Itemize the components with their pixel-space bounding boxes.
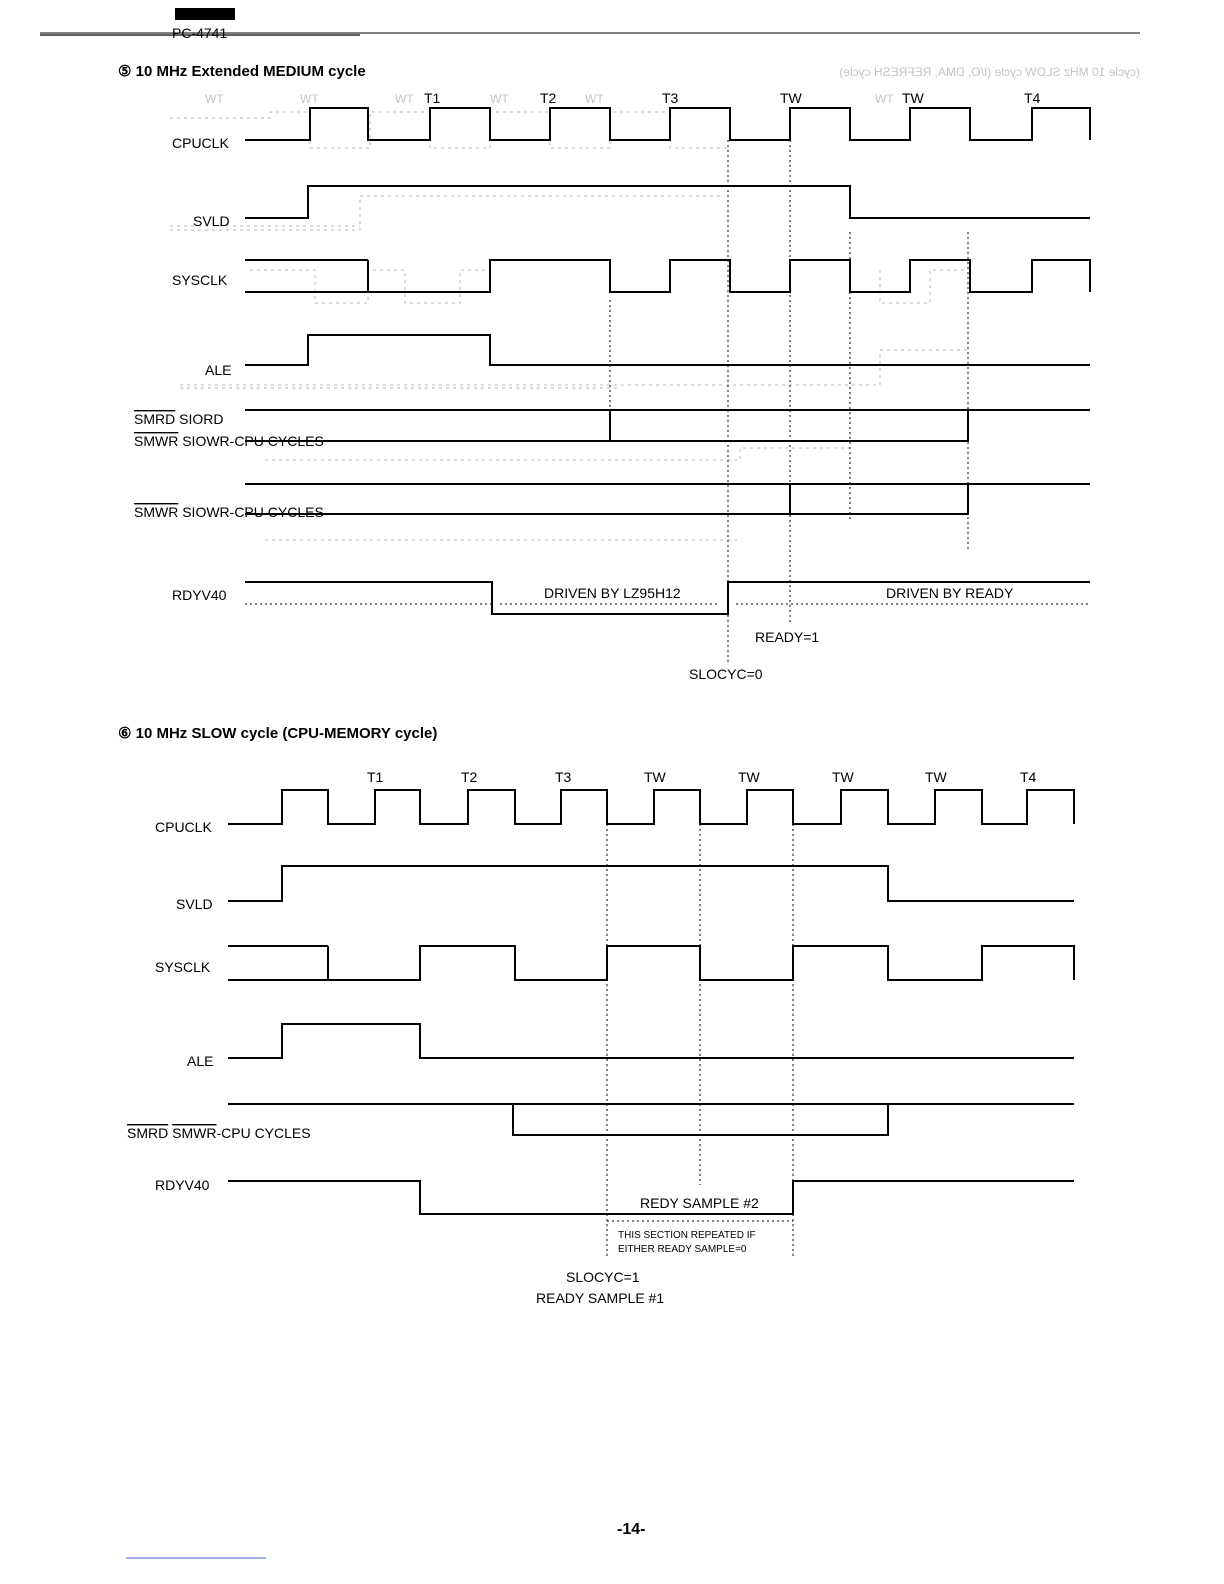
- smwr-overbar-text: SMWR: [134, 504, 178, 520]
- waveform-sysclk: [245, 259, 1091, 293]
- ready-annotation: READY=1: [755, 629, 819, 645]
- slocyc-annotation: SLOCYC=0: [689, 666, 763, 682]
- state-label-t1: T1: [367, 769, 384, 785]
- signal-label-smrd-smwr: SMRD SMWR-CPU CYCLES: [127, 1125, 311, 1141]
- state-label-tw: TW: [780, 90, 803, 106]
- siowr-text: SIOWR-CPU CYCLES: [178, 504, 323, 520]
- signal-label-ale: ALE: [205, 362, 231, 378]
- ghost-state-label: WT: [875, 92, 894, 106]
- ready-sample-2-annotation: REDY SAMPLE #2: [640, 1195, 759, 1211]
- waveform-smrd-smwr: [228, 1103, 1074, 1136]
- ghost-waveform: [265, 447, 850, 541]
- signal-label-rdyv40: RDYV40: [155, 1177, 210, 1193]
- signal-label-smrd-siord: SMRD SIORD: [134, 411, 223, 427]
- waveform-sysclk: [228, 945, 1075, 981]
- signal-label-sysclk: SYSCLK: [155, 959, 211, 975]
- diagram-b-title: ⑥ 10 MHz SLOW cycle (CPU-MEMORY cycle): [118, 725, 437, 742]
- waveform-cpuclk: [228, 789, 1075, 825]
- signal-label-cpuclk: CPUCLK: [172, 135, 229, 151]
- waveform-ale: [245, 334, 1090, 366]
- signal-label-sysclk: SYSCLK: [172, 272, 228, 288]
- signal-label-smwr-siowr-2: SMWR SIOWR-CPU CYCLES: [134, 504, 324, 520]
- rdyv40-ready-annotation: DRIVEN BY READY: [886, 585, 1014, 601]
- waveform-smrd-siord: [245, 409, 1090, 442]
- ghost-state-label: WT: [205, 92, 224, 106]
- ghost-state-label: WT: [395, 92, 414, 106]
- smwr-overbar-text: SMWR: [134, 433, 178, 449]
- state-label-tw: TW: [902, 90, 925, 106]
- state-label-tw: TW: [925, 769, 948, 785]
- header-black-tab: [175, 8, 235, 20]
- state-label-t4: T4: [1020, 769, 1037, 785]
- diagram-a: ⑤ 10 MHz Extended MEDIUM cycle (cycle 10…: [118, 63, 1140, 682]
- slocyc-annotation: SLOCYC=1: [566, 1269, 640, 1285]
- repeat-note-line-2: EITHER READY SAMPLE=0: [618, 1244, 747, 1255]
- signal-label-rdyv40: RDYV40: [172, 587, 227, 603]
- waveform-cpuclk: [245, 107, 1091, 141]
- state-label-tw: TW: [832, 769, 855, 785]
- siord-text: SIORD: [175, 411, 223, 427]
- diagram-b: ⑥ 10 MHz SLOW cycle (CPU-MEMORY cycle) T…: [118, 725, 1075, 1306]
- state-label-t1: T1: [424, 90, 441, 106]
- ghost-states: WT WT WT WT WT WT: [205, 92, 894, 106]
- waveform-smwr-siowr: [245, 483, 1090, 515]
- ghost-waveform: [180, 349, 968, 389]
- page-number: -14-: [617, 1521, 645, 1538]
- state-label-t3: T3: [555, 769, 572, 785]
- header-model: PC-4741: [172, 25, 227, 41]
- ghost-state-label: WT: [300, 92, 319, 106]
- signal-label-svld: SVLD: [176, 896, 213, 912]
- diagram-a-title: ⑤ 10 MHz Extended MEDIUM cycle: [118, 63, 366, 80]
- state-label-t2: T2: [461, 769, 478, 785]
- repeat-note-line-1: THIS SECTION REPEATED IF: [618, 1230, 756, 1241]
- cpu-cycles-text: -CPU CYCLES: [216, 1125, 310, 1141]
- signal-label-cpuclk: CPUCLK: [155, 819, 212, 835]
- state-label-t4: T4: [1024, 90, 1041, 106]
- rdyv40-chip-annotation: DRIVEN BY LZ95H12: [544, 585, 681, 601]
- mirrored-bleed-text: (cycle 10 MHz SLOW cycle (I/O, DMA, REFR…: [839, 65, 1140, 79]
- smrd-overbar-text: SMRD: [134, 411, 175, 427]
- ready-sample-1-annotation: READY SAMPLE #1: [536, 1290, 664, 1306]
- signal-label-ale: ALE: [187, 1053, 213, 1069]
- waveform-svld: [228, 865, 1074, 902]
- ghost-state-label: WT: [490, 92, 509, 106]
- smrd-overbar-text: SMRD: [127, 1125, 168, 1141]
- waveform-rdyv40: [245, 581, 1090, 615]
- state-label-tw: TW: [644, 769, 667, 785]
- smwr-overbar-text: SMWR: [172, 1125, 216, 1141]
- waveform-svld: [245, 185, 1090, 219]
- state-label-t2: T2: [540, 90, 557, 106]
- state-label-t3: T3: [662, 90, 679, 106]
- waveform-ale: [228, 1023, 1074, 1059]
- ghost-state-label: WT: [585, 92, 604, 106]
- ghost-waveform: [170, 111, 730, 149]
- signal-label-svld: SVLD: [193, 213, 230, 229]
- ghost-waveform: [170, 195, 720, 231]
- state-label-tw: TW: [738, 769, 761, 785]
